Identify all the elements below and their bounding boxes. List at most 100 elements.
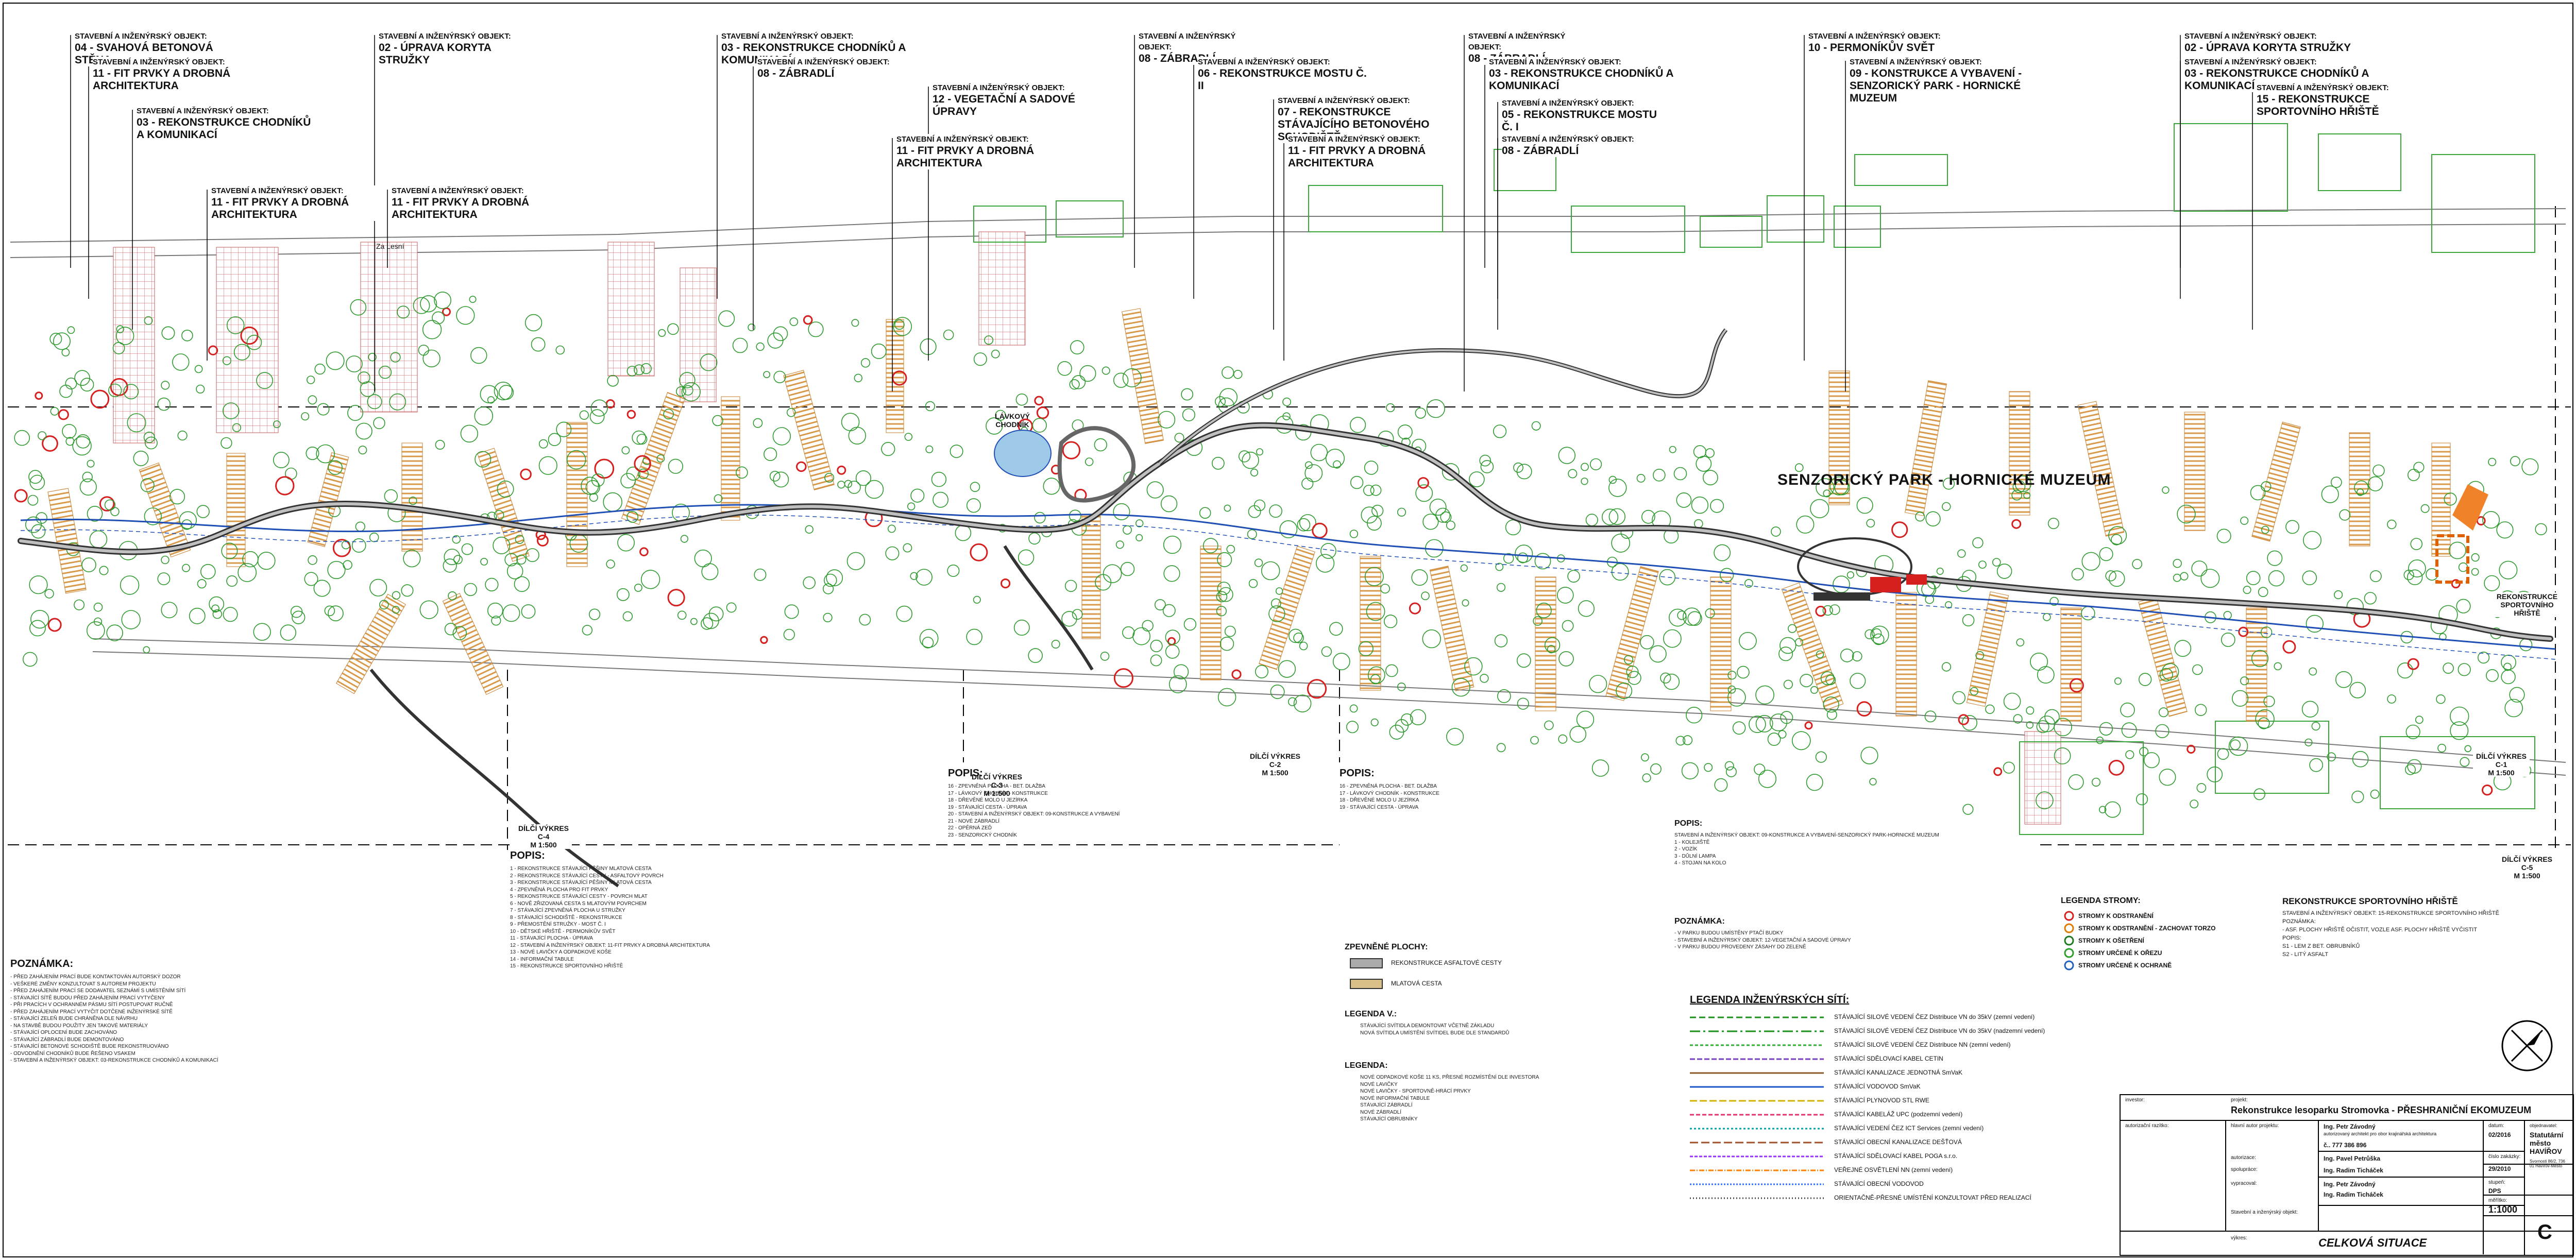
tree-icon (1167, 637, 1176, 646)
callout-object: STAVEBNÍ A INŽENÝRSKÝ OBJEKT:11 - FIT PR… (896, 134, 1066, 169)
tree-icon (2037, 666, 2055, 684)
tree-icon (786, 407, 796, 417)
tree-icon (1333, 460, 1342, 469)
note-line: - PŘED ZAHÁJENÍM PRACÍ SE DODAVATEL SEZN… (10, 988, 186, 994)
tree-icon (290, 605, 303, 618)
tree-icon (493, 536, 511, 554)
tree-icon (1370, 484, 1382, 496)
tree-icon (2369, 570, 2382, 583)
tree-icon (907, 502, 916, 510)
tree-icon (1018, 549, 1035, 566)
tree-icon (1310, 444, 1328, 462)
tree-icon (133, 450, 149, 466)
tree-icon (1366, 602, 1385, 621)
tree-icon (1691, 496, 1709, 514)
network-legend-label: VEŘEJNÉ OSVĚTLENÍ NN (zemní vedení) (1834, 1166, 1953, 1173)
section-dividers (8, 206, 2571, 850)
tree-icon (2311, 722, 2320, 731)
tree-icon (656, 454, 665, 463)
tree-icon (306, 376, 315, 384)
tree-icon (2174, 640, 2192, 657)
tb-client-addr: Svornosti 86/2, 736 01 Havířov-Město (2530, 1159, 2565, 1168)
tree-icon (487, 602, 503, 619)
tree-icon (1036, 406, 1049, 419)
tree-icon (1409, 602, 1421, 615)
note-line: - ASF. PLOCHY HŘIŠTĚ OČISTIT, VOZLE ASF.… (2282, 927, 2477, 933)
tree-icon (93, 617, 103, 626)
tree-icon (1061, 611, 1077, 627)
tree-icon (14, 489, 28, 503)
tree-icon (1970, 687, 1979, 696)
tree-icon (2081, 552, 2100, 571)
tree-icon (1547, 645, 1556, 654)
tree-icon (1673, 467, 1687, 481)
tree-icon (81, 557, 96, 572)
tree-icon (803, 576, 816, 589)
tree-icon (591, 473, 605, 487)
tree-icon (2354, 480, 2369, 496)
tree-icon (1250, 468, 1259, 477)
tree-icon (1578, 600, 1595, 617)
tree-icon (808, 321, 824, 337)
tree-icon (2504, 699, 2523, 718)
tree-icon (2405, 724, 2420, 739)
tree-icon (1182, 408, 1195, 421)
tree-icon (2125, 750, 2134, 759)
tree-icon (257, 552, 276, 570)
tree-icon (93, 602, 103, 612)
callout-key: STAVEBNÍ A INŽENÝRSKÝ OBJEKT: (1278, 96, 1410, 105)
tree-icon (197, 579, 207, 589)
tree-icon (1288, 697, 1297, 706)
callout-object: STAVEBNÍ A INŽENÝRSKÝ OBJEKT:06 - REKONS… (1198, 57, 1368, 92)
tree-icon (922, 637, 934, 649)
tree-icon (1833, 575, 1850, 593)
tree-icon (1253, 499, 1266, 512)
tree-icon (621, 446, 630, 455)
tree-icon (47, 618, 62, 632)
callout-value: 02 - ÚPRAVA KORYTA STRUŽKY (2184, 42, 2351, 54)
tree-icon (1533, 616, 1543, 626)
tree-icon (694, 549, 712, 568)
tb-author-label: autorizace: (2231, 1155, 2256, 1161)
tree-icon (1217, 552, 1232, 567)
tb-investor-label: investor: (2125, 1097, 2145, 1103)
tree-icon (1421, 591, 1430, 600)
tree-icon (973, 352, 987, 366)
tree-icon (947, 564, 960, 577)
tree-icon (38, 431, 47, 440)
callout-key: STAVEBNÍ A INŽENÝRSKÝ OBJEKT: (2184, 32, 2317, 41)
tree-icon (29, 620, 46, 637)
note-line: - STÁVAJÍCÍ BETONOVÉ SCHODIŠTĚ BUDE REKO… (10, 1044, 169, 1049)
tree-icon (1123, 525, 1132, 535)
tb-stamp-label: autorizační razítko: (2125, 1123, 2169, 1129)
tree-icon (1915, 512, 1925, 522)
tree-icon (1810, 499, 1829, 519)
tree-icon (726, 602, 737, 613)
tree-icon (27, 495, 39, 506)
network-legend-label: STÁVAJÍCÍ VODOVOD SmVaK (1834, 1083, 1921, 1090)
callout-object: STAVEBNÍ A INŽENÝRSKÝ OBJEKT:03 - REKONS… (1489, 57, 1674, 92)
tree-icon (2013, 714, 2023, 724)
description-list-4: STAVEBNÍ A INŽENÝRSKÝ OBJEKT: 09-KONSTRU… (1674, 832, 1984, 909)
tree-icon (805, 525, 814, 534)
tree-icon (712, 415, 723, 427)
tb-drawn-label: vypracoval: (2231, 1181, 2257, 1186)
tree-icon (144, 507, 162, 525)
tree-icon (556, 421, 572, 437)
tb-lead-no: č.. 777 386 896 (2324, 1142, 2367, 1149)
tree-icon (1826, 709, 1837, 720)
tree-icon (846, 552, 865, 570)
tree-icon (1199, 507, 1211, 519)
tree-icon (1364, 567, 1384, 586)
tree-icon (1942, 502, 1951, 512)
callout-key: STAVEBNÍ A INŽENÝRSKÝ OBJEKT: (93, 58, 225, 66)
tree-icon (1440, 511, 1452, 523)
tree-icon (2301, 701, 2319, 718)
note-line: 12 - STAVEBNÍ A INŽENÝRSKÝ OBJEKT: 11-FI… (510, 942, 710, 948)
tree-icon (887, 524, 896, 533)
tree-icon (2044, 709, 2060, 725)
note-line: 15 - REKONSTRUKCE SPORTOVNÍHO HŘIŠTĚ (510, 963, 623, 969)
tree-icon (2456, 599, 2471, 614)
